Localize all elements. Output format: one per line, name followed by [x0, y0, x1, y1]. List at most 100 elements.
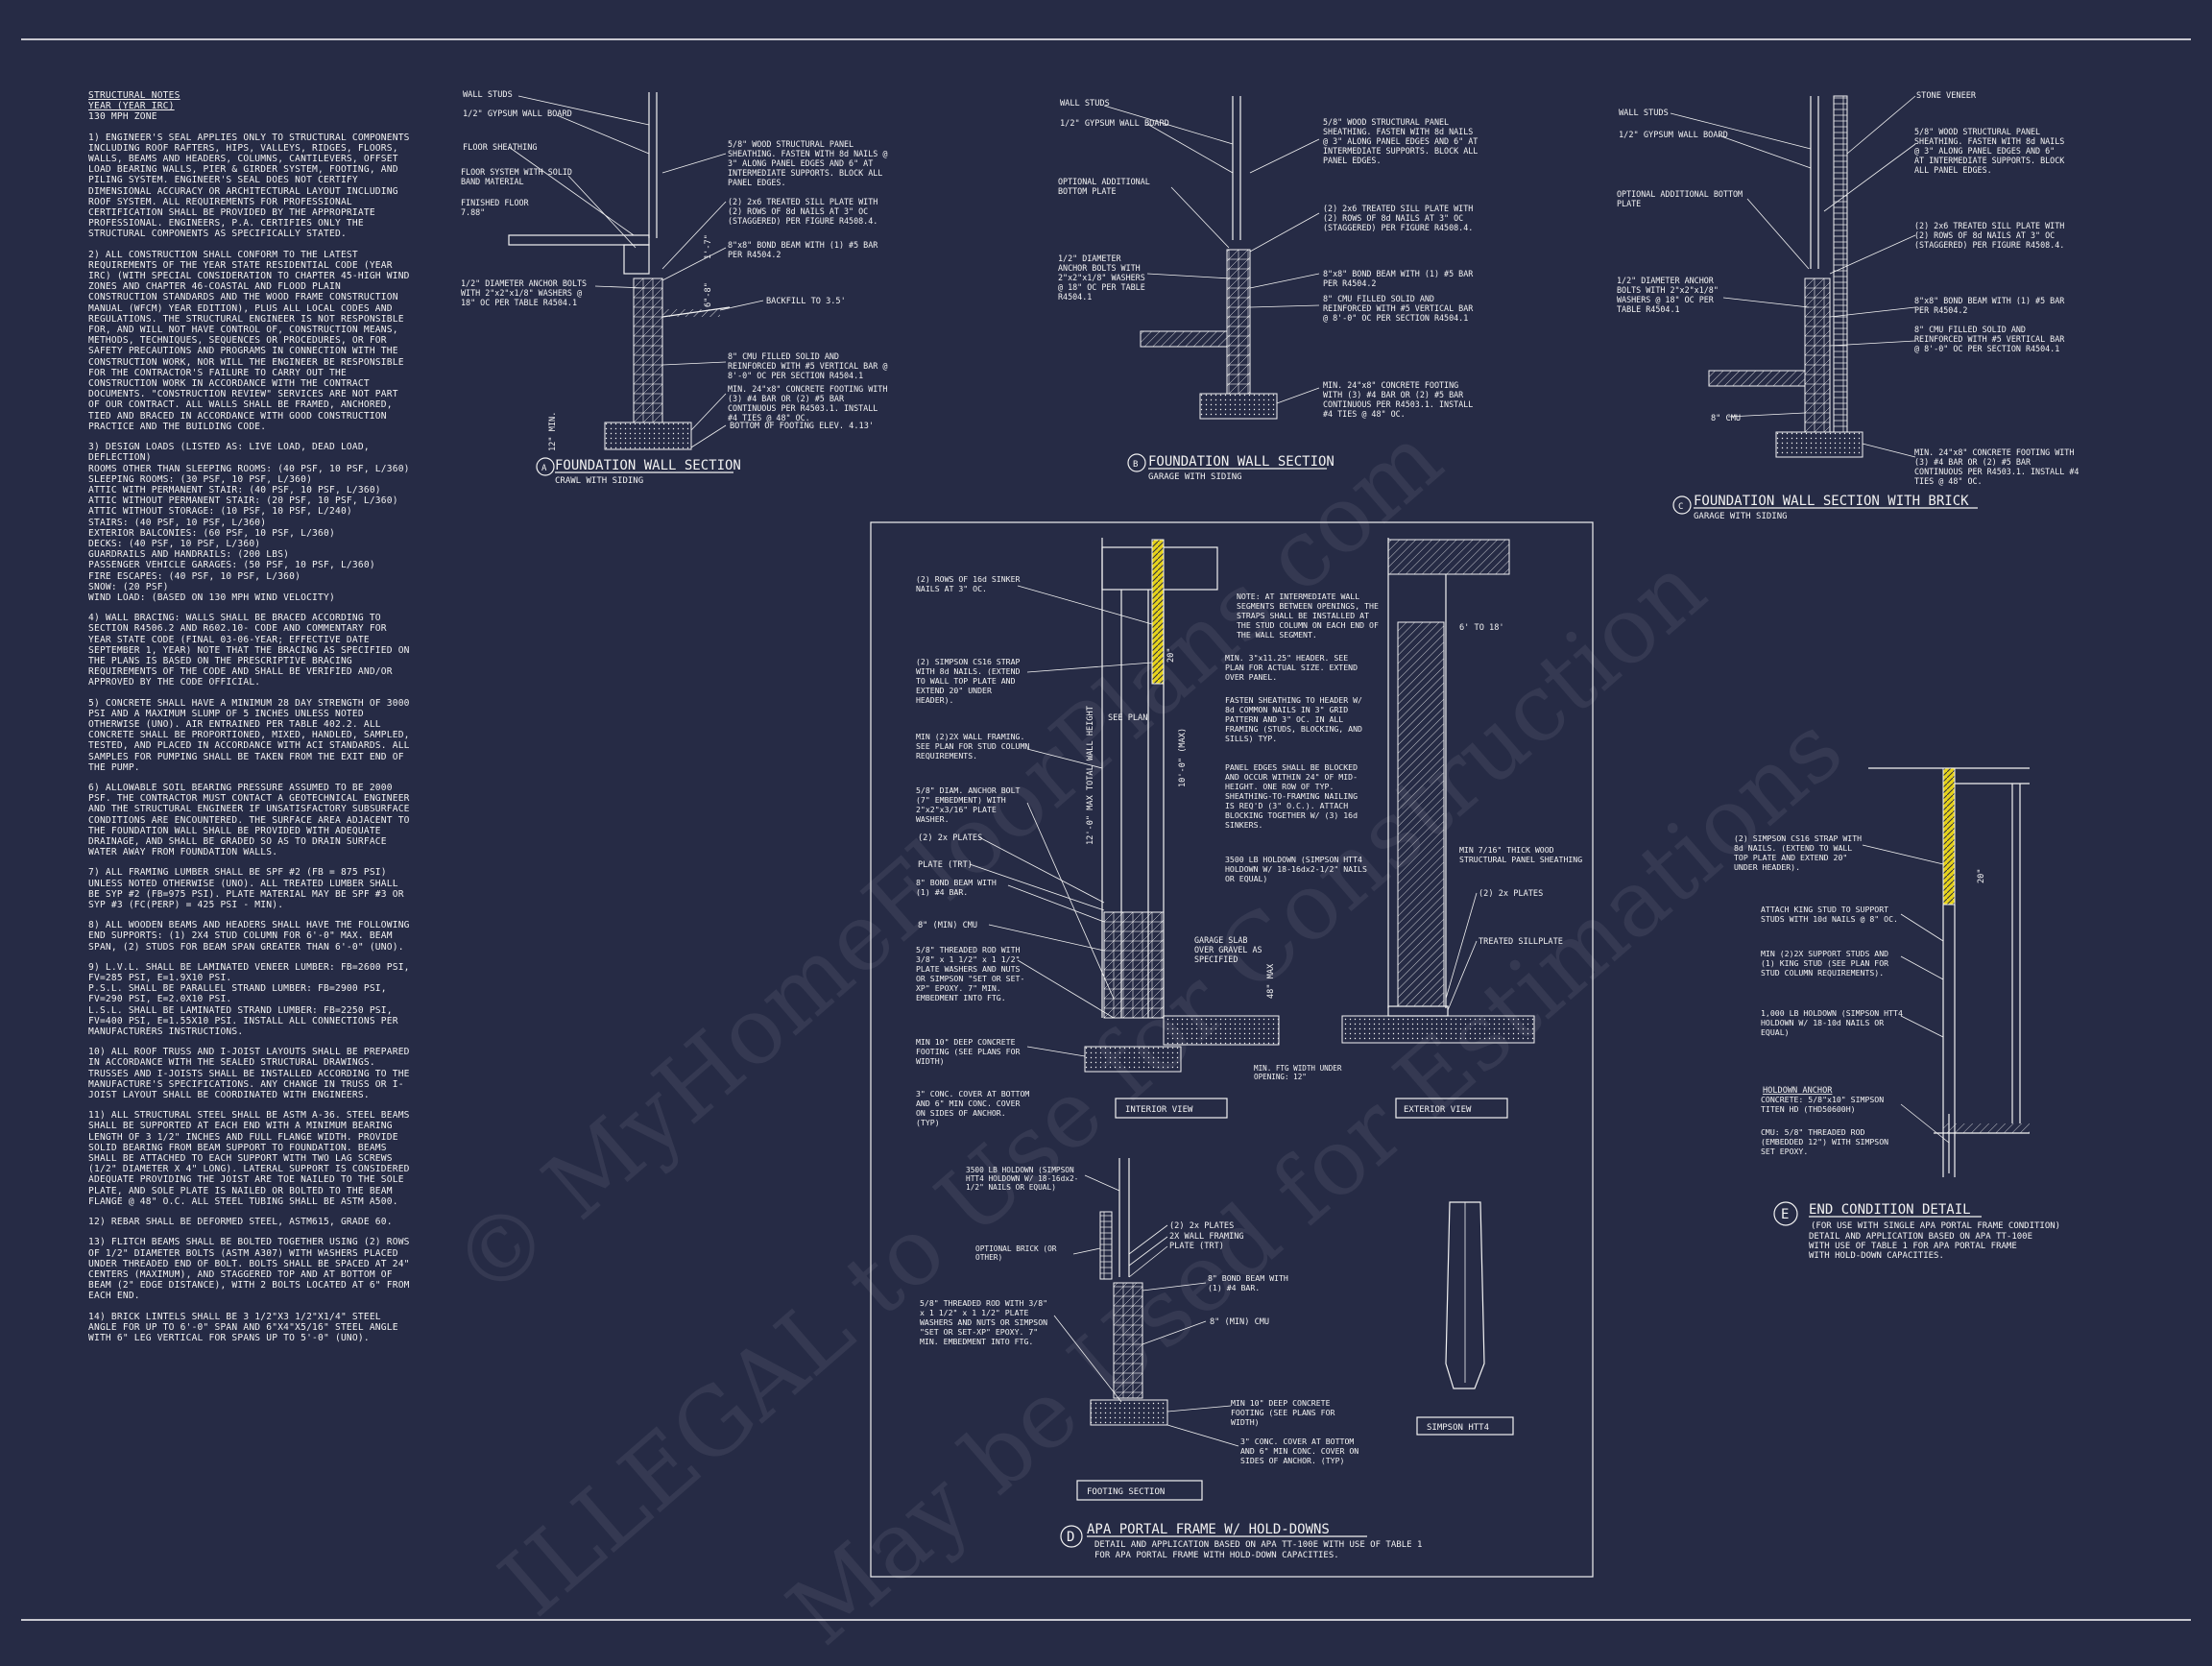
label-cmu: 8" CMU FILLED SOLID AND REINFORCED WITH …	[728, 351, 888, 380]
leader	[1823, 143, 1916, 212]
detail-marker-b	[1127, 453, 1146, 472]
leader	[1445, 892, 1478, 1000]
label-anchor-concrete: CONCRETE: 5/8"x10" SIMPSON TITEN HD (THD…	[1761, 1095, 1885, 1114]
notes-heading-2: YEAR (YEAR IRC)	[88, 101, 175, 112]
label-footing-box: MIN. 24"x8" CONCRETE FOOTING WITH (3) #4…	[1323, 380, 1473, 419]
label-panel-box: 5/8" WOOD STRUCTURAL PANEL SHEATHING. FA…	[1323, 117, 1479, 165]
label-floor-sheathing: FLOOR SHEATHING	[463, 143, 538, 153]
leader	[517, 95, 650, 126]
label-anchor-box: CONCRETE: 5/8"x10" SIMPSON TITEN HD (THD…	[1761, 1095, 1885, 1114]
note-header: MIN. 3"x11.25" HEADER. SEE PLAN FOR ACTU…	[1225, 653, 1358, 682]
footing	[604, 422, 692, 450]
dim-10: 10'-0" (MAX)	[1178, 728, 1188, 787]
note-paragraph: 8) ALL WOODEN BEAMS AND HEADERS SHALL HA…	[88, 920, 410, 953]
simpson-htt4-icon: SIMPSON HTT4	[1416, 1201, 1514, 1436]
dim-2: 6"-8"	[704, 282, 713, 307]
treated-sill	[1387, 1005, 1449, 1017]
fs-label-cover: 3" CONC. COVER AT BOTTOM AND 6" MIN CONC…	[1240, 1437, 1359, 1465]
leader	[1727, 412, 1806, 418]
label-cmu: 8" (MIN) CMU	[918, 921, 977, 930]
leader	[1829, 234, 1916, 275]
note-paragraph: 12) REBAR SHALL BE DEFORMED STEEL, ASTM6…	[88, 1217, 393, 1228]
fs-label-holdown: 3500 LB HOLDOWN (SIMPSON HTT4 HOLDOWN W/…	[966, 1166, 1079, 1192]
label-cmu-rod: CMU: 5/8" THREADED ROD (EMBEDDED 12") WI…	[1761, 1127, 1889, 1156]
note-paragraph: 13) FLITCH BEAMS SHALL BE BOLTED TOGETHE…	[88, 1237, 410, 1302]
label-anchor-bolts: 1/2" DIAMETER ANCHOR BOLTS WITH 2"x2"x1/…	[1617, 276, 1719, 314]
view-label-box	[1395, 1098, 1508, 1119]
detail-d-frame	[870, 521, 1594, 1578]
fs-rod-box: 5/8" THREADED ROD WITH 3/8" x 1 1/2" x 1…	[920, 1298, 1047, 1346]
dim-20: 20"	[1166, 647, 1176, 663]
label-rod-box: 5/8" THREADED ROD WITH 3/8" x 1 1/2" x 1…	[916, 945, 1024, 1002]
subtitle-detail-e-2: DETAIL AND APPLICATION BASED ON APA TT-1…	[1809, 1232, 2032, 1261]
detail-c-foundation-wall-brick: WALL STUDS 1/2" GYPSUM WALL BOARD STONE …	[1617, 91, 2079, 521]
leader	[1146, 273, 1232, 279]
label-interior-view: INTERIOR VIEW	[1125, 1105, 1193, 1115]
title-detail-b: FOUNDATION WALL SECTION	[1148, 454, 1334, 470]
leader	[594, 285, 646, 289]
leader	[567, 175, 637, 249]
wood-panel	[1397, 621, 1445, 1007]
leader	[1017, 959, 1115, 1019]
strap-yellow	[1151, 539, 1165, 685]
label-gypsum: 1/2" GYPSUM WALL BOARD	[1619, 131, 1728, 140]
label-bond-box: 8"x8" BOND BEAM WITH (1) #5 BAR PER R450…	[728, 240, 878, 259]
view-label-box	[1115, 1098, 1228, 1119]
detail-b-foundation-wall-garage: WALL STUDS 1/2" GYPSUM WALL BOARD OPTION…	[1058, 96, 1479, 482]
cmu-wall	[633, 278, 663, 423]
label-wall-studs: WALL STUDS	[1619, 109, 1669, 118]
detail-marker-e	[1773, 1201, 1798, 1226]
label-wood-panel-box: MIN 7/16" THICK WOOD STRUCTURAL PANEL SH…	[1459, 845, 1582, 864]
leader	[969, 863, 1105, 911]
note-panel-edges-box: PANEL EDGES SHALL BE BLOCKED AND OCCUR W…	[1225, 762, 1358, 830]
detail-d-apa-portal-frame: INTERIOR VIEW SEE PLAN 20" 12'-0" MAX TO…	[870, 521, 1594, 1578]
label-cmu-short: 8" CMU	[1711, 414, 1741, 423]
detail-e-end-condition: 20" (2) SIMPSON CS16 STRAP WITH 8d NAILS…	[1734, 767, 2060, 1261]
label-bond-beam: 8" BOND BEAM WITH (1) #4 BAR.	[916, 878, 997, 897]
label-anchor-bolts: 1/2" DIAMETER ANCHOR BOLTS WITH 2"x2"x1/…	[461, 278, 588, 307]
leader	[690, 424, 727, 448]
fs-label-bond: 8" BOND BEAM WITH (1) #4 BAR.	[1208, 1273, 1288, 1292]
label-wall-studs: WALL STUDS	[1060, 99, 1110, 109]
label-structural-panel: 5/8" WOOD STRUCTURAL PANEL SHEATHING. FA…	[1323, 117, 1479, 165]
leader	[1862, 844, 1944, 865]
detail-mark-a: A	[541, 464, 547, 473]
label-bond-box: 8"x8" BOND BEAM WITH (1) #5 BAR PER R450…	[1323, 269, 1473, 288]
label-footing: MIN. 24"x8" CONCRETE FOOTING WITH (3) #4…	[728, 384, 888, 423]
note-panel-edges: PANEL EDGES SHALL BE BLOCKED AND OCCUR W…	[1225, 762, 1358, 830]
dim-wall-height: 12'-0" MAX TOTAL WALL HEIGHT	[1086, 706, 1095, 845]
cmu-wall	[1113, 1282, 1143, 1399]
slab-footing	[1341, 1015, 1535, 1044]
leader	[661, 247, 727, 281]
leader	[1053, 1315, 1122, 1403]
note-paragraph: 7) ALL FRAMING LUMBER SHALL BE SPF #2 (F…	[88, 867, 404, 911]
label-footing-box: MIN. 24"x8" CONCRETE FOOTING WITH (3) #4…	[1914, 447, 2079, 486]
note-holdown: 3500 LB HOLDOWN (SIMPSON HTT4 HOLDOWN W/…	[1225, 855, 1367, 883]
note-wall-segments: NOTE: AT INTERMEDIATE WALL SEGMENTS BETW…	[1237, 592, 1379, 640]
title-detail-c: FOUNDATION WALL SECTION WITH BRICK	[1694, 494, 1969, 509]
title-detail-e: END CONDITION DETAIL	[1809, 1202, 1971, 1218]
detail-marker-d	[1060, 1525, 1083, 1548]
optional-brick	[1099, 1211, 1113, 1280]
label-bottom-plate: OPTIONAL ADDITIONAL BOTTOM PLATE	[1058, 177, 1150, 196]
dim-3: 12" MIN.	[548, 412, 558, 451]
label-stone-veneer: STONE VENEER	[1916, 91, 1977, 101]
detail-mark-b: B	[1133, 460, 1138, 470]
subtitle-detail-d-1: DETAIL AND APPLICATION BASED ON APA TT-1…	[1094, 1540, 1422, 1550]
label-anchor-box: 1/2" DIAMETER ANCHOR BOLTS WITH 2"x2"x1/…	[1058, 254, 1145, 302]
note-holdown-box: 3500 LB HOLDOWN (SIMPSON HTT4 HOLDOWN W/…	[1225, 855, 1367, 883]
note-paragraph: 1) ENGINEER'S SEAL APPLIES ONLY TO STRUC…	[88, 132, 410, 240]
label-sill-box: (2) 2x6 TREATED SILL PLATE WITH (2) ROWS…	[728, 197, 878, 226]
label-plates-ext: (2) 2x PLATES	[1479, 889, 1543, 899]
label-holdown: 1,000 LB HOLDOWN (SIMPSON HTT4 HOLDOWN W…	[1761, 1008, 1903, 1037]
detail-a-foundation-wall-crawl: WALL STUDS 1/2" GYPSUM WALL BOARD FLOOR …	[461, 90, 888, 486]
label-framing: MIN (2)2X WALL FRAMING. SEE PLAN FOR STU…	[916, 732, 1030, 761]
fs-holdown-box: 3500 LB HOLDOWN (SIMPSON HTT4 HOLDOWN W/…	[966, 1166, 1079, 1192]
note-paragraph: 9) L.V.L. SHALL BE LAMINATED VENEER LUMB…	[88, 961, 410, 1038]
leader	[1142, 1320, 1207, 1345]
label-plates: (2) 2x PLATES	[918, 833, 982, 843]
footing	[1199, 393, 1278, 420]
leader	[1166, 1405, 1232, 1412]
leader	[1026, 662, 1153, 673]
